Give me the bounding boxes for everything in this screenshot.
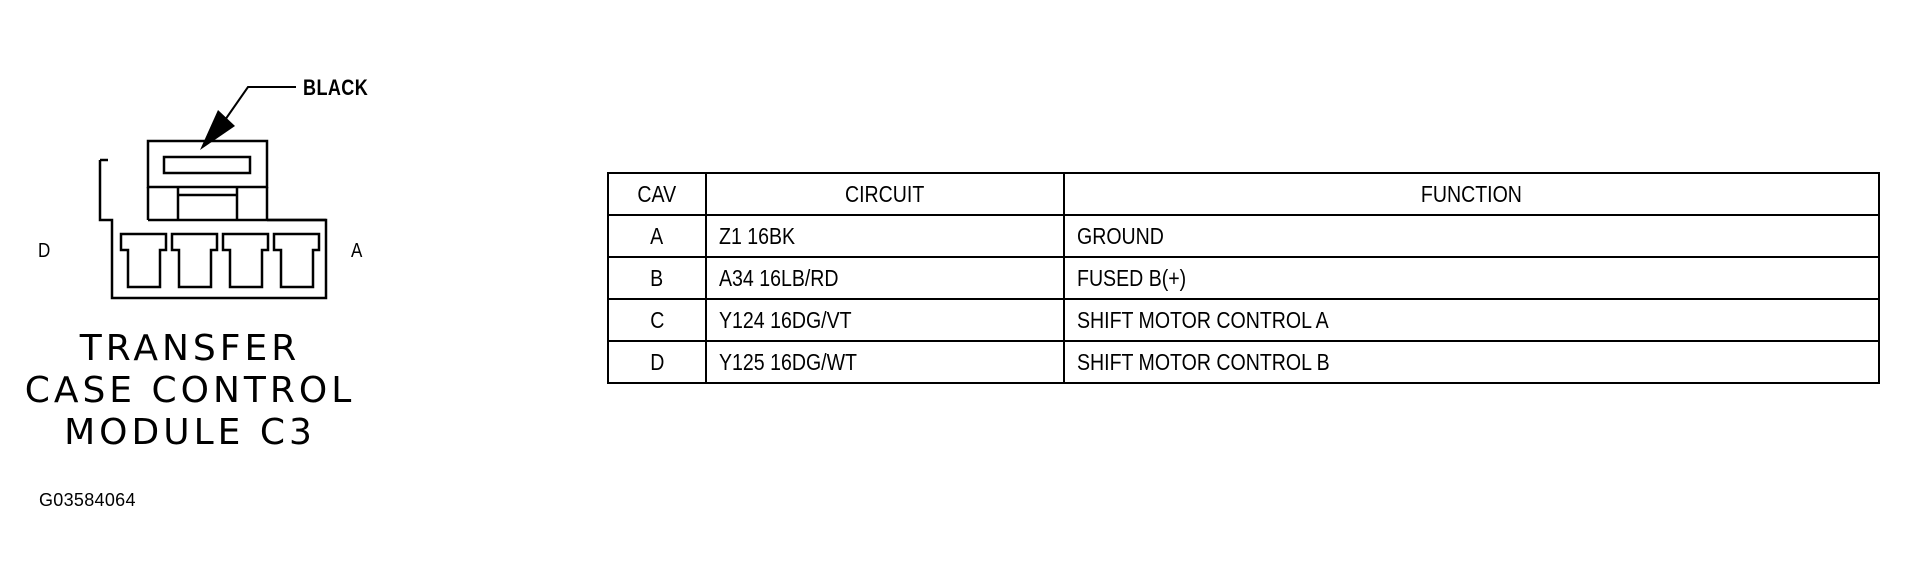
- pin-a-label: A: [351, 240, 363, 262]
- cell-function: GROUND: [1063, 214, 1880, 258]
- header-circuit: CIRCUIT: [705, 172, 1065, 216]
- connector-diagram: [98, 86, 328, 300]
- table-row: C Y124 16DG/VT SHIFT MOTOR CONTROL A: [607, 298, 1880, 342]
- cell-cav: B: [607, 256, 707, 300]
- cell-function: SHIFT MOTOR CONTROL B: [1063, 340, 1880, 384]
- header-cav: CAV: [607, 172, 707, 216]
- pin-d-label: D: [38, 240, 51, 262]
- cell-circuit: A34 16LB/RD: [705, 256, 1065, 300]
- cell-cav: D: [607, 340, 707, 384]
- cavity-a: [272, 232, 321, 289]
- header-function: FUNCTION: [1063, 172, 1880, 216]
- connector-name-line: TRANSFER: [79, 328, 301, 369]
- cell-function: SHIFT MOTOR CONTROL A: [1063, 298, 1880, 342]
- cell-circuit: Z1 16BK: [705, 214, 1065, 258]
- connector-housing: [98, 139, 328, 300]
- figure-id: G03584064: [39, 490, 136, 510]
- cell-circuit: Y125 16DG/WT: [705, 340, 1065, 384]
- pinout-table: CAV CIRCUIT FUNCTION A Z1 16BK GROUND B …: [607, 172, 1880, 384]
- table-row: A Z1 16BK GROUND: [607, 214, 1880, 258]
- connector-name-line: CASE CONTROL: [24, 370, 356, 411]
- connector-name: TRANSFER CASE CONTROL MODULE C3: [20, 328, 360, 454]
- cavity-c: [170, 232, 219, 289]
- terminal-cavities: [119, 232, 321, 289]
- cavity-b: [221, 232, 270, 289]
- cell-cav: C: [607, 298, 707, 342]
- connector-color-label: BLACK: [303, 75, 369, 100]
- table-row: D Y125 16DG/WT SHIFT MOTOR CONTROL B: [607, 340, 1880, 384]
- table-row: B A34 16LB/RD FUSED B(+): [607, 256, 1880, 300]
- table-header-row: CAV CIRCUIT FUNCTION: [607, 172, 1880, 216]
- connector-name-line: MODULE C3: [64, 412, 316, 453]
- cell-function: FUSED B(+): [1063, 256, 1880, 300]
- cell-circuit: Y124 16DG/VT: [705, 298, 1065, 342]
- cavity-d: [119, 232, 168, 289]
- cell-cav: A: [607, 214, 707, 258]
